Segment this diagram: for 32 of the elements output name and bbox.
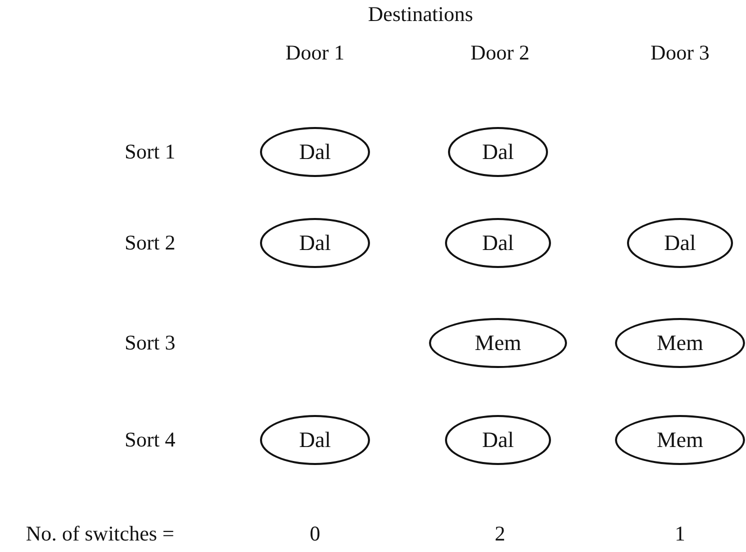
diagram-title: Destinations (368, 2, 473, 27)
oval-label: Mem (656, 330, 704, 356)
oval-label: Mem (656, 427, 704, 453)
column-header: Door 1 (286, 40, 344, 66)
destination-oval (445, 218, 551, 268)
oval-label: Dal (482, 427, 514, 453)
destination-oval (615, 415, 745, 465)
oval-label: Dal (664, 230, 696, 256)
destination-oval (445, 415, 551, 465)
destination-oval (260, 218, 370, 268)
row-label: No. of switches = (26, 522, 174, 546)
count-value: 1 (674, 522, 686, 546)
destination-oval (627, 218, 733, 268)
oval-label: Dal (299, 230, 331, 256)
row-label: Sort 4 (124, 428, 176, 452)
row-label: Sort 2 (124, 230, 176, 256)
oval-label: Dal (299, 427, 331, 453)
destination-oval (429, 318, 567, 368)
destination-oval (260, 127, 370, 177)
oval-label: Dal (482, 230, 514, 256)
oval-label: Dal (299, 139, 331, 165)
destination-oval (260, 415, 370, 465)
column-header: Door 3 (650, 40, 710, 66)
column-header: Door 2 (470, 40, 530, 66)
destination-oval (448, 127, 548, 177)
oval-label: Dal (482, 139, 514, 165)
row-label: Sort 1 (124, 140, 176, 164)
count-value: 2 (494, 522, 506, 546)
destination-oval (615, 318, 745, 368)
row-label: Sort 3 (124, 330, 176, 356)
oval-label: Mem (474, 330, 522, 356)
count-value: 0 (310, 522, 320, 546)
